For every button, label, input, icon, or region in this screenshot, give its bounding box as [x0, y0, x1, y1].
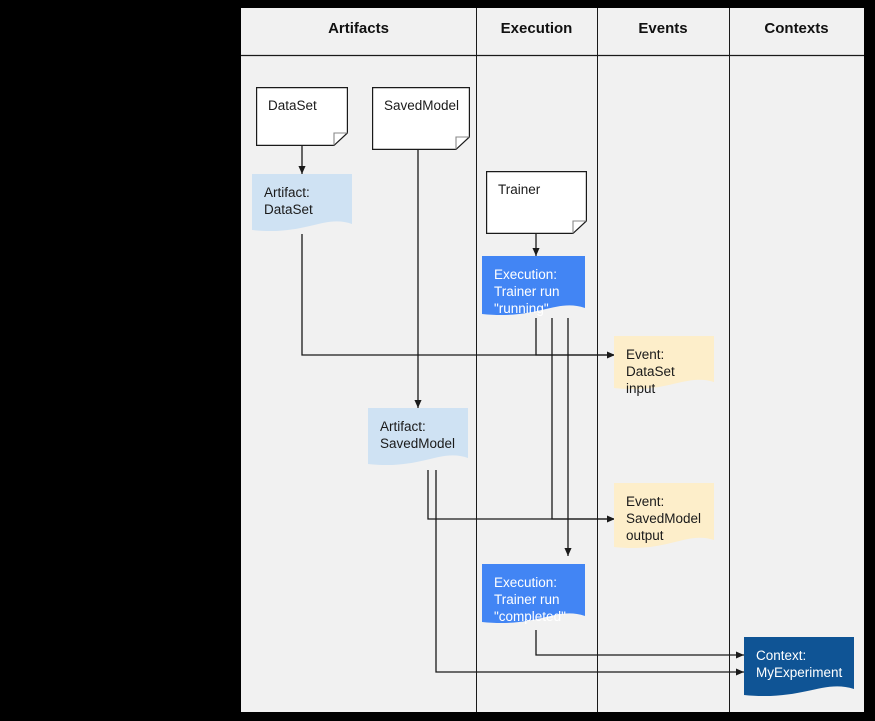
swimlane-canvas: Artifacts Execution Events Contexts [241, 8, 864, 712]
note-body [482, 564, 585, 624]
node-label: Event: SavedModel output [626, 494, 702, 543]
lane-divider-execution-events [597, 8, 598, 712]
node-label: Event: DataSet input [626, 347, 675, 396]
document-fold [333, 132, 348, 146]
node-label: Trainer [498, 182, 541, 197]
document-fold [572, 220, 587, 234]
node-event-dataset-input[interactable]: Event: DataSet input [614, 336, 714, 396]
lane-divider-artifacts-execution [476, 8, 477, 712]
node-event-savedmodel-output[interactable]: Event: SavedModel output [614, 483, 714, 553]
lane-title-contexts: Contexts [764, 20, 829, 37]
edge-execution-completed-to-context [535, 630, 744, 659]
note-body [744, 637, 854, 697]
edge-execution-running-to-event-savedmodel [551, 318, 615, 520]
node-context-myexperiment[interactable]: Context: MyExperiment [744, 637, 854, 701]
note-body [368, 408, 468, 466]
note-body [252, 174, 352, 232]
node-label: SavedModel [384, 98, 460, 113]
lane-title-execution: Execution [500, 20, 573, 37]
node-label: DataSet [268, 98, 317, 113]
node-label: Artifact: DataSet [264, 185, 313, 217]
node-execution-running[interactable]: Execution: Trainer run "running" [482, 256, 585, 320]
node-dataset-type[interactable]: DataSet [256, 87, 348, 146]
node-label: Execution: Trainer run "running" [494, 267, 560, 316]
lane-divider-events-contexts [729, 8, 730, 712]
note-body [614, 336, 714, 390]
node-artifact-dataset[interactable]: Artifact: DataSet [252, 174, 352, 236]
node-execution-completed[interactable]: Execution: Trainer run "completed" [482, 564, 585, 628]
node-label: Execution: Trainer run "completed" [494, 575, 566, 624]
document-body [372, 87, 470, 150]
node-artifact-savedmodel[interactable]: Artifact: SavedModel [368, 408, 468, 470]
document-body [256, 87, 348, 146]
edge-execution-running-to-event-dataset [535, 318, 615, 356]
lane-title-events: Events [638, 20, 688, 37]
document-fold [455, 136, 470, 150]
note-body [614, 483, 714, 549]
node-label: Context: MyExperiment [756, 648, 843, 680]
node-label: Artifact: SavedModel [380, 419, 456, 451]
node-trainer-type[interactable]: Trainer [486, 171, 587, 234]
lane-title-artifacts: Artifacts [328, 20, 389, 37]
edge-artifact-savedmodel-to-event [427, 470, 615, 523]
note-body [482, 256, 585, 316]
node-savedmodel-type[interactable]: SavedModel [372, 87, 470, 150]
document-body [486, 171, 587, 234]
